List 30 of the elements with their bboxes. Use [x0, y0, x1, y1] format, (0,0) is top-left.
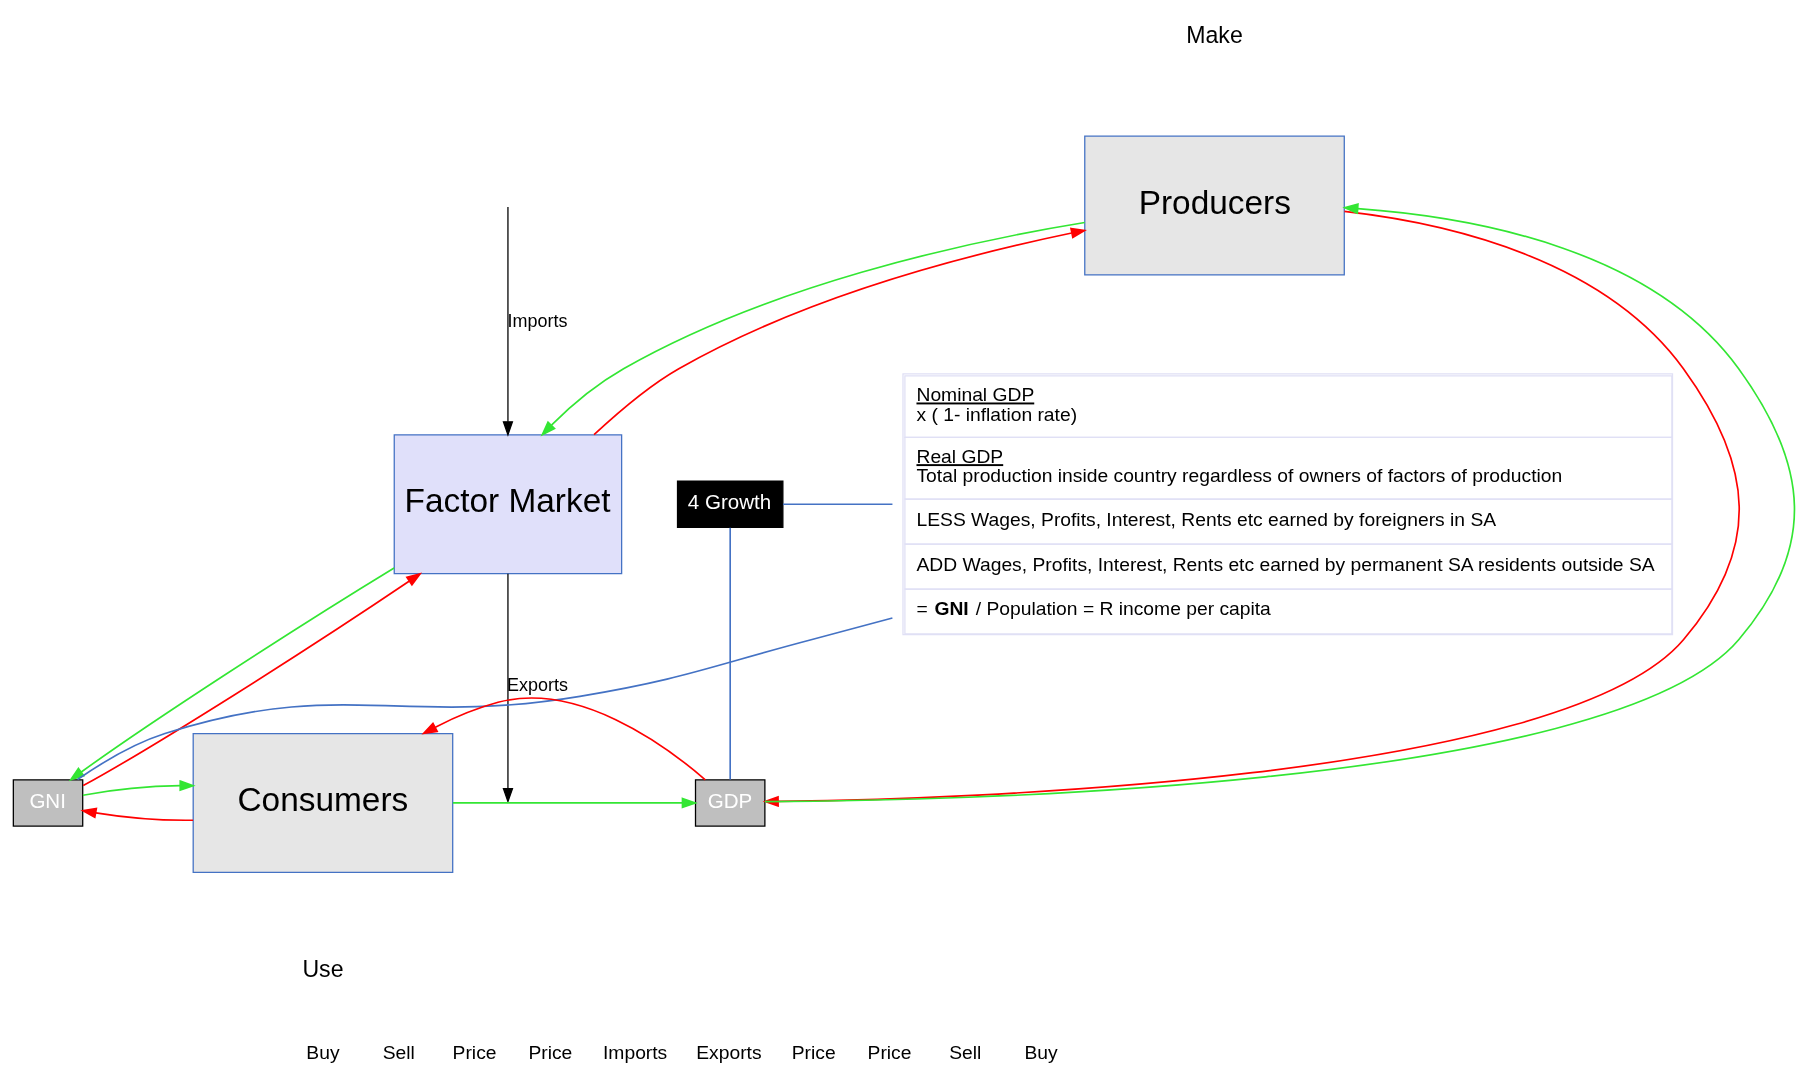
label: Exports [696, 1041, 762, 1063]
label: Imports [603, 1041, 668, 1063]
connector [76, 616, 894, 780]
arrow [82, 779, 196, 796]
node-box: Consumers [192, 732, 454, 873]
arrow [68, 566, 395, 781]
arrow [80, 806, 194, 821]
label: Sell [382, 1041, 415, 1063]
connector [782, 502, 894, 505]
node-label: Use [302, 955, 344, 982]
label: Sell [949, 1041, 982, 1063]
node-box: 4 Growth [676, 480, 784, 528]
arrow [502, 572, 514, 803]
arrow [502, 205, 514, 437]
node-box: GDP [694, 778, 766, 827]
label: Price [867, 1041, 912, 1063]
label: Buy [1024, 1041, 1058, 1063]
node-box: Producers [1084, 135, 1345, 276]
connector [729, 526, 732, 780]
node-box: Factor Market [393, 433, 623, 574]
arrow [421, 696, 707, 781]
arrow [452, 796, 698, 809]
node-box: GNI [12, 778, 84, 827]
label: Price [791, 1041, 836, 1063]
label: Price [452, 1041, 497, 1063]
label: Price [528, 1041, 573, 1063]
node-label: Make [1186, 21, 1243, 48]
label: Buy [306, 1041, 340, 1063]
arrow [82, 571, 423, 786]
edge-label: Imports [507, 310, 568, 331]
